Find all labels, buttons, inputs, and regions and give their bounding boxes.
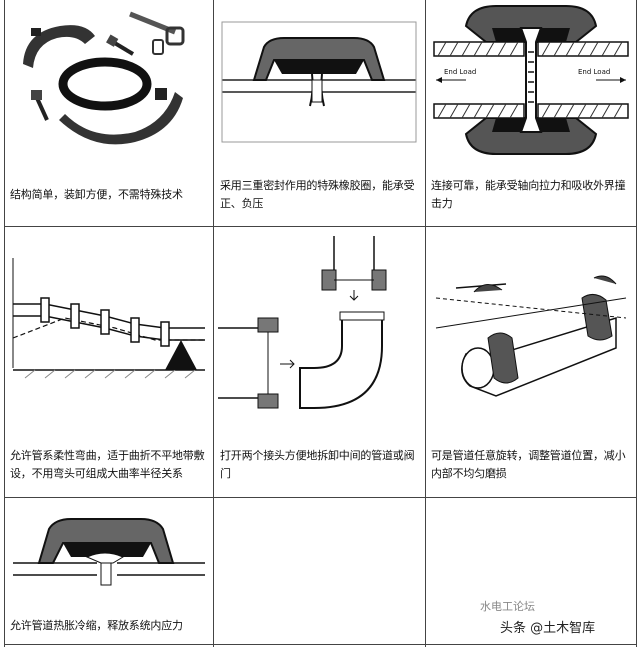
caption-simple-structure: 结构简单，装卸方便，不需特殊技术 — [10, 188, 183, 201]
watermark-main: 头条 @土木智库 — [500, 621, 596, 636]
column-divider-1 — [213, 0, 214, 647]
caption-flexible-bend: 允许管系柔性弯曲，适于曲折不平地带敷设，不用弯头可组成大曲率半径关系 — [10, 449, 205, 480]
caption-thermal-expansion: 允许管道热胀冷缩，释放系统内应力 — [10, 619, 183, 632]
rotatable-pipe-diagram — [435, 275, 627, 397]
triple-seal-section-diagram — [221, 21, 417, 143]
coupling-parts-illustration — [23, 11, 185, 145]
caption-rotation: 可是管道任意旋转，调整管道位置，减小内部不均匀磨损 — [431, 449, 626, 480]
row-divider-1 — [4, 226, 636, 227]
caption-reliable-connection: 连接可靠，能承受轴向拉力和吸收外界撞击力 — [431, 179, 626, 210]
row-divider-2 — [4, 497, 636, 498]
table-border-left — [4, 0, 5, 647]
table-border-right — [636, 0, 637, 647]
end-load-label-right: End Load — [578, 68, 610, 76]
end-load-label-left: End Load — [444, 68, 476, 76]
column-divider-2 — [425, 0, 426, 647]
caption-triple-seal: 采用三重密封作用的特殊橡胶圈，能承受正、负压 — [220, 179, 415, 210]
caption-easy-removal: 打开两个接头方便地拆卸中间的管道或阀门 — [220, 449, 415, 480]
thermal-expansion-diagram — [13, 518, 205, 586]
removable-elbow-diagram — [218, 236, 387, 409]
end-load-section-diagram: End Load End Load — [433, 5, 629, 155]
flexible-pipeline-diagram — [12, 258, 205, 379]
table-border-bottom — [4, 644, 636, 645]
watermark-faint: 水电工论坛 — [480, 600, 535, 613]
